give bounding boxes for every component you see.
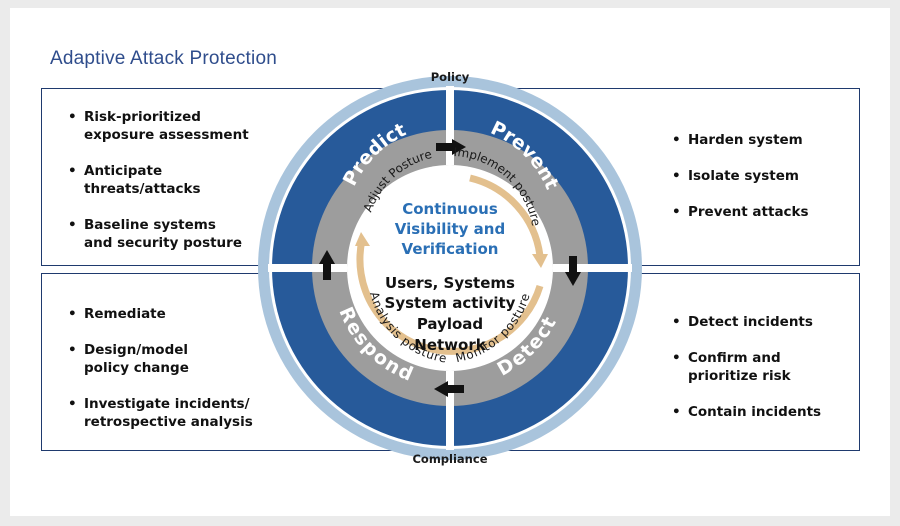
respond-bullets: Remediate Design/model policy change Inv… (68, 305, 253, 449)
policy-label: Policy (431, 70, 470, 84)
cycle-arrowhead-right (532, 254, 548, 268)
center-line: System activity (385, 294, 516, 312)
center-heading-line: Visibility and (395, 220, 505, 238)
cycle-arrow-left (356, 239, 544, 355)
center-heading-line: Continuous (402, 200, 498, 218)
detect-bullet: Contain incidents (672, 403, 821, 421)
prevent-bullet: Harden system (672, 131, 809, 149)
predict-bullets: Risk-prioritized exposure assessment Ant… (68, 108, 249, 270)
detect-bullet: Confirm and prioritize risk (672, 349, 821, 385)
detect-bullet: Detect incidents (672, 313, 821, 331)
respond-bullet: Investigate incidents/ retrospective ana… (68, 395, 253, 431)
flow-arrow-down (565, 256, 581, 286)
cycle-arrowhead-left (355, 232, 370, 246)
prevent-bullet: Prevent attacks (672, 203, 809, 221)
detect-bullets: Detect incidents Confirm and prioritize … (672, 313, 821, 439)
respond-bullet: Remediate (68, 305, 253, 323)
predict-bullet: Anticipate threats/attacks (68, 162, 249, 198)
compliance-label: Compliance (412, 452, 487, 466)
predict-bullet: Baseline systems and security posture (68, 216, 249, 252)
center-line: Users, Systems (385, 274, 515, 292)
flow-arrow-up (319, 250, 335, 280)
predict-bullet: Risk-prioritized exposure assessment (68, 108, 249, 144)
center-heading-line: Verification (402, 240, 499, 258)
cycle-arrow-right (469, 174, 544, 257)
respond-bullet: Design/model policy change (68, 341, 253, 377)
prevent-bullet: Isolate system (672, 167, 809, 185)
center-line: Payload (417, 315, 483, 333)
flow-arrow-left (434, 381, 464, 397)
horizontal-separator-right (553, 264, 632, 272)
vertical-separator-bottom (446, 371, 454, 450)
prevent-bullets: Harden system Isolate system Prevent att… (672, 131, 809, 239)
horizontal-separator-left (268, 264, 347, 272)
vertical-separator-top (446, 86, 454, 165)
center-line: Network (414, 336, 486, 354)
diagram-title: Adaptive Attack Protection (50, 48, 277, 69)
flow-arrow-right (436, 139, 466, 155)
center-circle (347, 165, 553, 371)
